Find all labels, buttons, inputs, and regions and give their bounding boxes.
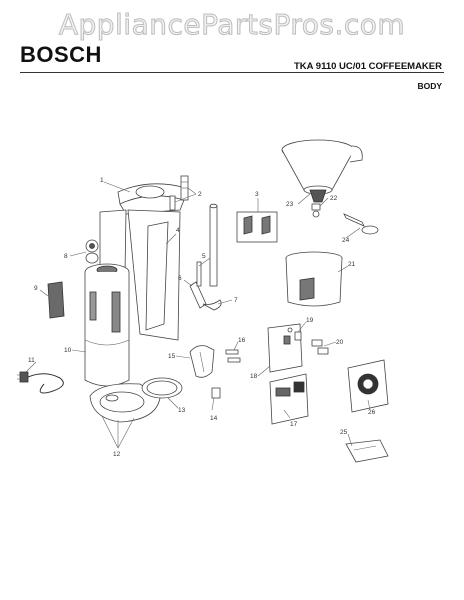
callout-25: 25 [340, 429, 348, 436]
callout-26: 26 [368, 409, 376, 416]
part-22-drip-valve [311, 203, 321, 218]
callout-12: 12 [113, 451, 121, 458]
callout-15: 15 [168, 353, 176, 360]
watermark: AppliancePartsPros.com [58, 8, 406, 42]
part-13-warming-plate [141, 377, 183, 399]
part-24-measuring-scoop [343, 213, 379, 235]
part-1-tank-lid [117, 183, 187, 215]
brand-logo: BOSCH [20, 42, 102, 67]
part-10-tank-cylinder [84, 263, 130, 387]
callout-numbers: 1 2 3 4 5 6 7 8 9 10 11 12 13 14 15 16 1… [28, 177, 376, 458]
callout-21: 21 [348, 261, 356, 268]
callout-22: 22 [330, 195, 338, 202]
part-21-filter-housing [285, 251, 343, 307]
part-11-power-cord [17, 371, 64, 394]
callout-4: 4 [176, 227, 180, 234]
part-25-warranty-card [345, 439, 389, 463]
part-7-hose-clip [202, 299, 222, 311]
callout-1: 1 [100, 177, 104, 184]
part-19-switch-contact [294, 331, 302, 341]
callout-16: 16 [238, 337, 246, 344]
part-14-thermostat [211, 387, 221, 399]
part-18-switch-board [267, 323, 303, 373]
callout-18: 18 [250, 373, 258, 380]
callout-6: 6 [178, 275, 182, 282]
callout-24: 24 [342, 237, 350, 244]
callout-9: 9 [34, 285, 38, 292]
part-23-filter-funnel [281, 139, 363, 203]
leader-lines [25, 181, 371, 449]
callout-5: 5 [202, 253, 206, 260]
section-title: BODY [417, 81, 442, 91]
model-title: TKA 9110 UC/01 COFFEEMAKER [294, 61, 442, 72]
part-20-connectors [311, 339, 329, 355]
callout-19: 19 [306, 317, 314, 324]
part-9-insulation-pad [47, 281, 65, 319]
part-3-bracket [236, 211, 278, 243]
part-4-back-panel [127, 209, 181, 341]
part-8-gaskets [85, 239, 99, 264]
callout-10: 10 [64, 347, 72, 354]
callout-20: 20 [336, 339, 344, 346]
callout-14: 14 [210, 415, 218, 422]
part-15-heating-element [189, 345, 215, 378]
callout-3: 3 [255, 191, 259, 198]
part-6-valve-pipe [189, 261, 207, 309]
callout-17: 17 [290, 421, 298, 428]
part-17-control-panel [269, 373, 309, 425]
part-12-base [89, 383, 161, 423]
part-16-fuse-clips [225, 349, 241, 363]
callout-11: 11 [28, 357, 35, 364]
header-rule [20, 72, 444, 73]
part-5-riser-tube [209, 203, 218, 287]
callout-8: 8 [64, 253, 68, 260]
callout-7: 7 [234, 297, 238, 304]
callout-23: 23 [286, 201, 294, 208]
callout-2: 2 [198, 191, 202, 198]
part-26-manual-booklet [347, 359, 389, 413]
callout-13: 13 [178, 407, 186, 414]
